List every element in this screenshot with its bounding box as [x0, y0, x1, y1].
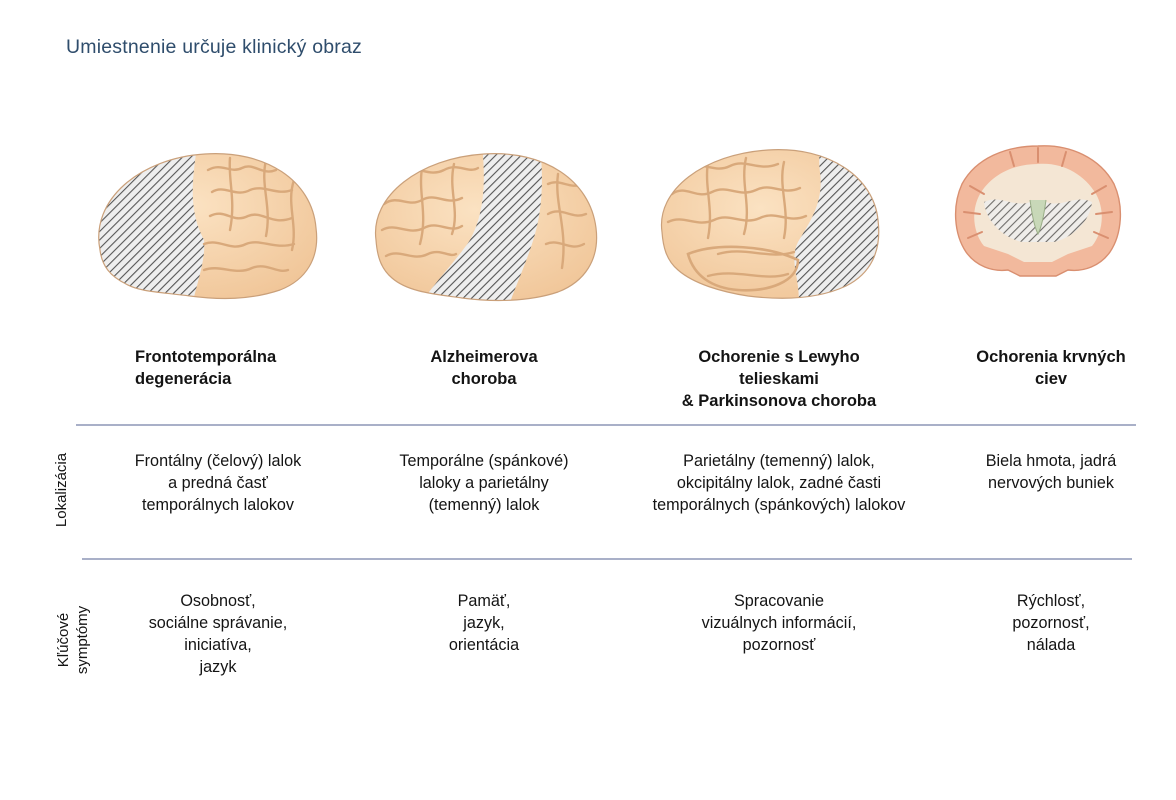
cell-line: jazyk,: [463, 614, 505, 632]
brain-occipital-hatched: [660, 149, 880, 299]
row-label-symptoms: Kľúčové symptómy: [54, 590, 94, 690]
localization-cell-4: Biela hmota, jadrá nervových buniek: [956, 450, 1146, 494]
brain-coronal-section: [954, 145, 1122, 277]
cell-line: iniciatíva,: [184, 636, 252, 654]
heading-line: Alzheimerova: [430, 348, 538, 366]
cell-line: jazyk: [199, 658, 237, 676]
heading-line: choroba: [451, 370, 517, 388]
localization-cell-2: Temporálne (spánkové) laloky a parietáln…: [364, 450, 604, 516]
localization-cell-3: Parietálny (temenný) lalok, okcipitálny …: [624, 450, 934, 516]
cell-line: Frontálny (čelový) lalok: [134, 452, 302, 470]
cell-line: sociálne správanie,: [148, 614, 288, 632]
localization-cell-1: Frontálny (čelový) lalok a predná časť t…: [98, 450, 338, 516]
cell-line: nálada: [1026, 636, 1076, 654]
cell-line: pozornosť,: [1012, 614, 1090, 632]
cell-line: a predná časť: [168, 474, 268, 492]
cell-line: orientácia: [448, 636, 520, 654]
row-label-text: symptómy: [74, 605, 91, 675]
cell-line: okcipitálny lalok, zadné časti: [676, 474, 882, 492]
cell-line: Parietálny (temenný) lalok,: [683, 452, 875, 470]
brain-temporal-parietal-hatched: [374, 153, 598, 302]
cell-line: (temenný) lalok: [428, 496, 540, 514]
heading-line: degenerácia: [135, 370, 232, 388]
cell-line: Pamäť,: [457, 592, 511, 610]
divider-top: [76, 424, 1136, 426]
row-label-localization: Lokalizácia: [52, 440, 72, 540]
column-heading-1: Frontotemporálna degenerácia: [135, 346, 276, 390]
heading-line: & Parkinsonova choroba: [681, 392, 877, 410]
row-label-text: Kľúčové: [55, 612, 72, 668]
cell-line: laloky a parietálny: [419, 474, 549, 492]
column-heading-2: Alzheimerova choroba: [384, 346, 584, 390]
heading-line: ciev: [1034, 370, 1068, 388]
cell-line: pozornosť: [742, 636, 816, 654]
cell-line: Biela hmota, jadrá: [985, 452, 1117, 470]
column-heading-3: Ochorenie s Lewyho telieskami & Parkinso…: [649, 346, 909, 412]
symptoms-cell-1: Osobnosť, sociálne správanie, iniciatíva…: [108, 590, 328, 678]
heading-line: Ochorenia krvných: [976, 348, 1126, 366]
cell-line: Spracovanie: [734, 592, 824, 610]
cell-line: temporálnych (spánkových) lalokov: [652, 496, 906, 514]
row-label-text: Lokalizácia: [53, 452, 70, 528]
cell-line: nervových buniek: [988, 474, 1114, 492]
cell-line: Rýchlosť,: [1016, 592, 1086, 610]
cell-line: Osobnosť,: [180, 592, 256, 610]
symptoms-cell-3: Spracovanie vizuálnych informácií, pozor…: [664, 590, 894, 656]
cell-line: vizuálnych informácií,: [701, 614, 857, 632]
column-heading-4: Ochorenia krvných ciev: [956, 346, 1146, 390]
symptoms-cell-4: Rýchlosť, pozornosť, nálada: [966, 590, 1136, 656]
symptoms-cell-2: Pamäť, jazyk, orientácia: [384, 590, 584, 656]
heading-line: telieskami: [739, 370, 819, 388]
page-title: Umiestnenie určuje klinický obraz: [66, 36, 362, 58]
cell-line: Temporálne (spánkové): [399, 452, 569, 470]
divider-middle: [82, 558, 1132, 560]
heading-line: Ochorenie s Lewyho: [698, 348, 860, 366]
heading-line: Frontotemporálna: [135, 348, 277, 366]
brain-frontal-hatched: [98, 153, 318, 300]
cell-line: temporálnych lalokov: [141, 496, 295, 514]
